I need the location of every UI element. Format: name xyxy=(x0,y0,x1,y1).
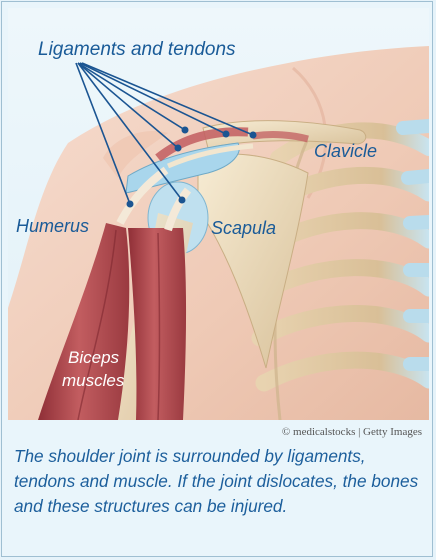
label-biceps-line2: muscles xyxy=(62,371,125,390)
shoulder-anatomy-illustration: Ligaments and tendons Clavicle Humerus S… xyxy=(8,8,429,420)
label-scapula: Scapula xyxy=(211,218,276,238)
label-clavicle: Clavicle xyxy=(314,141,377,161)
anatomy-svg: Ligaments and tendons Clavicle Humerus S… xyxy=(8,8,429,420)
label-humerus: Humerus xyxy=(16,216,89,236)
image-credit: © medicalstocks | Getty Images xyxy=(282,426,422,438)
label-ligaments-and-tendons: Ligaments and tendons xyxy=(38,39,236,60)
figure-caption: The shoulder joint is surrounded by liga… xyxy=(14,444,424,519)
label-biceps-line1: Biceps xyxy=(68,348,120,367)
